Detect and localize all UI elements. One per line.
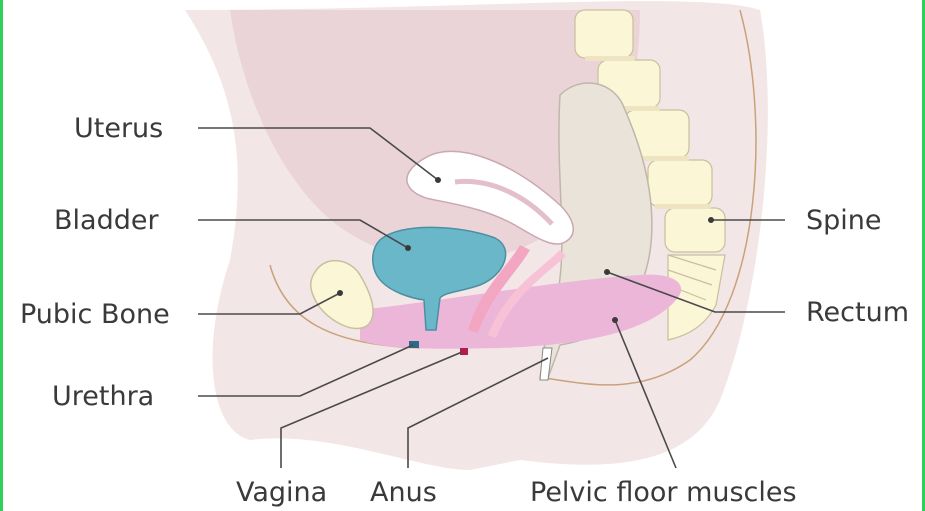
label-pubic-bone: Pubic Bone bbox=[20, 299, 170, 330]
label-bladder: Bladder bbox=[54, 205, 159, 236]
label-pelvic-floor: Pelvic floor muscles bbox=[530, 477, 797, 508]
label-rectum: Rectum bbox=[806, 297, 909, 328]
label-urethra: Urethra bbox=[52, 381, 154, 412]
label-anus: Anus bbox=[370, 477, 437, 508]
label-spine: Spine bbox=[806, 205, 882, 236]
label-vagina: Vagina bbox=[236, 477, 327, 508]
label-uterus: Uterus bbox=[74, 113, 163, 144]
